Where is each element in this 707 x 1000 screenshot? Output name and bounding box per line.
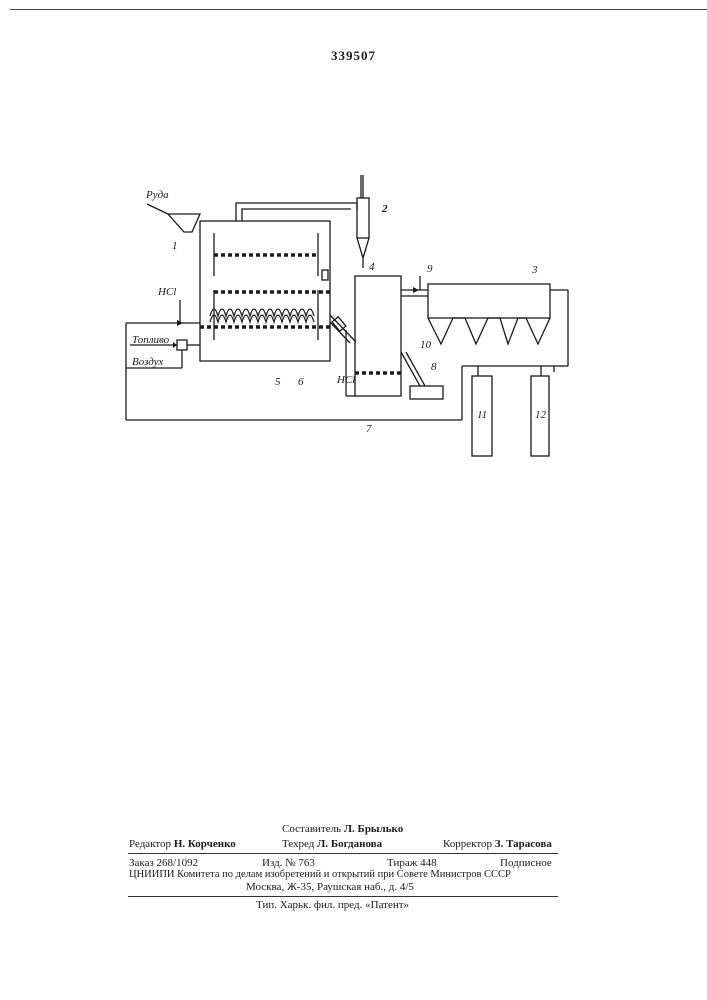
order-number: Заказ 268/1092 (129, 857, 198, 869)
corrector-line: Корректор З. Тарасова (443, 838, 552, 850)
label-hcl-reactor: НСl (336, 374, 355, 386)
address-line: Москва, Ж-35, Раушская наб., д. 4/5 (246, 881, 414, 893)
label-ore: Руда (145, 189, 169, 201)
label-n7: 7 (366, 423, 372, 435)
corrector-name: З. Тарасова (495, 838, 552, 850)
editor-line: Редактор Н. Корченко (129, 838, 236, 850)
footer-rule-upper (128, 853, 558, 854)
compiler-name: Л. Брылько (344, 823, 403, 835)
subscription: Подписное (500, 857, 552, 869)
label-air: Воздух (132, 356, 163, 368)
label-n5: 5 (275, 376, 281, 388)
label-n6: 6 (298, 376, 304, 388)
reactor-4 (355, 276, 401, 396)
label-fuel: Топливо (132, 334, 170, 346)
label-n11: 11 (477, 409, 487, 421)
edition-number: Изд. № 763 (262, 857, 315, 869)
label-n4: 4 (369, 261, 375, 273)
techred-label: Техред (282, 838, 314, 850)
hoppers-10 (428, 318, 550, 344)
coil-heat-exchanger (210, 309, 314, 322)
label-hcl-inlet: НСl (157, 286, 176, 298)
ore-hopper (168, 214, 200, 232)
editor-name: Н. Корченко (174, 838, 236, 850)
compiler-line: Составитель Л. Брылько (282, 823, 403, 835)
cyclone-2 (357, 198, 369, 238)
printer-line: Тип. Харьк. фил. пред. «Патент» (256, 899, 409, 911)
settling-tank-3 (428, 284, 550, 318)
footer-rule-lower (128, 896, 558, 897)
label-n12: 12 (535, 409, 547, 421)
label-n2: 2 (381, 203, 388, 215)
editor-label: Редактор (129, 838, 171, 850)
label-n1: 1 (172, 240, 178, 252)
corrector-label: Корректор (443, 838, 492, 850)
label-n9: 9 (427, 263, 433, 275)
compiler-label: Составитель (282, 823, 341, 835)
discharge-8 (410, 386, 443, 399)
techred-line: Техред Л. Богданова (282, 838, 382, 850)
circulation: Тираж 448 (387, 857, 437, 869)
label-n8: 8 (431, 361, 437, 373)
burner (177, 340, 187, 350)
label-n3: 3 (531, 264, 538, 276)
organization-line: ЦНИИПИ Комитета по делам изобретений и о… (129, 869, 511, 880)
techred-name: Л. Богданова (317, 838, 382, 850)
gas-duct-1-to-2 (236, 203, 357, 221)
label-n10: 10 (420, 339, 432, 351)
